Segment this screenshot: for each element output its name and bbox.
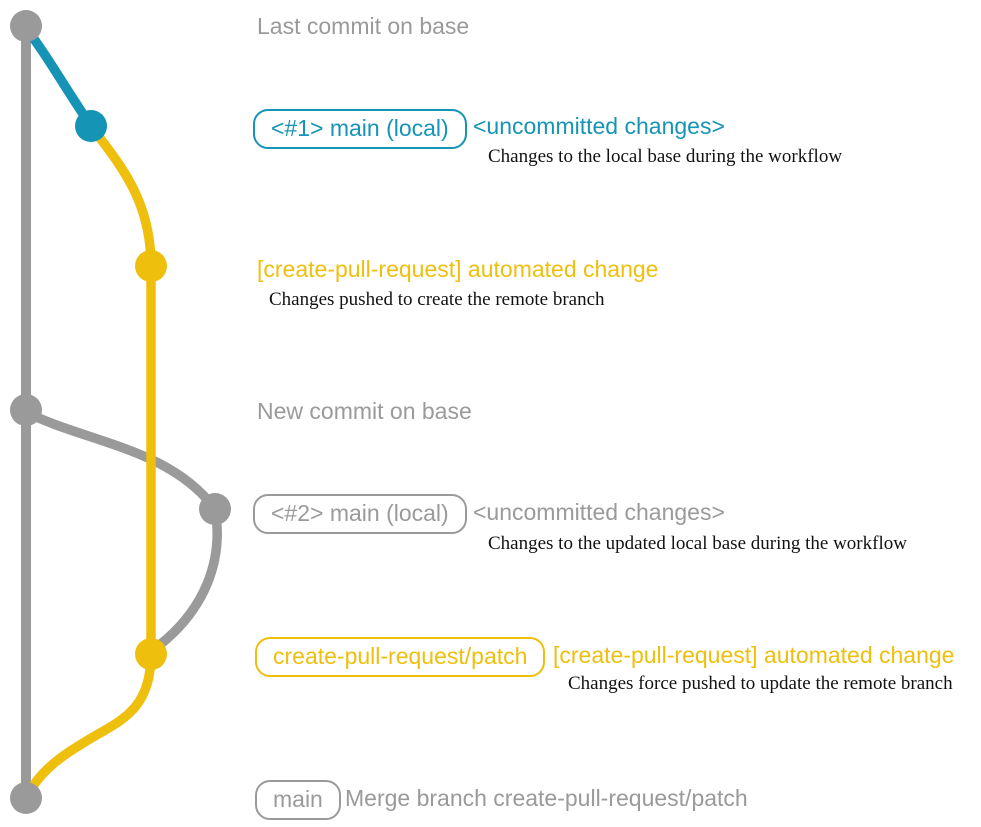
- commit-dot-local-main-2: [199, 493, 231, 525]
- updated-local-main-curve: [21, 407, 220, 514]
- commit-dot-patch-2: [135, 638, 167, 670]
- patch-branch-line: [86, 121, 156, 659]
- commit-dot-local-main-1: [75, 110, 107, 142]
- branch-badge-main-local-1: <#1> main (local): [253, 109, 467, 149]
- new-commit-on-base-label: New commit on base: [257, 398, 472, 424]
- last-commit-on-base-label: Last commit on base: [257, 13, 470, 39]
- local-main-branch-curve: [21, 23, 96, 131]
- merge-branch-label: Merge branch create-pull-request/patch: [345, 785, 748, 811]
- rebased-patch-curve: [148, 504, 222, 655]
- git-graph: [10, 10, 231, 814]
- branch-badge-patch: create-pull-request/patch: [255, 637, 546, 677]
- pushed-to-create-desc: Changes pushed to create the remote bran…: [269, 289, 605, 310]
- patch-merge-curve: [22, 649, 156, 801]
- commit-dot-last-base: [10, 10, 42, 42]
- uncommitted-changes-label-2: <uncommitted changes>: [473, 499, 725, 525]
- automated-change-label-1: [create-pull-request] automated change: [257, 256, 659, 282]
- commit-dot-new-base: [10, 394, 42, 426]
- branch-badge-main-local-2: <#2> main (local): [253, 494, 467, 534]
- automated-change-label-2: [create-pull-request] automated change: [553, 642, 955, 668]
- local-base-changes-desc: Changes to the local base during the wor…: [488, 146, 843, 167]
- updated-local-base-changes-desc: Changes to the updated local base during…: [488, 533, 907, 554]
- branch-badge-main: main: [255, 780, 341, 820]
- commit-dot-merge: [10, 782, 42, 814]
- commit-dot-patch-1: [135, 250, 167, 282]
- force-pushed-desc: Changes force pushed to update the remot…: [568, 673, 953, 694]
- uncommitted-changes-label-1: <uncommitted changes>: [473, 113, 725, 139]
